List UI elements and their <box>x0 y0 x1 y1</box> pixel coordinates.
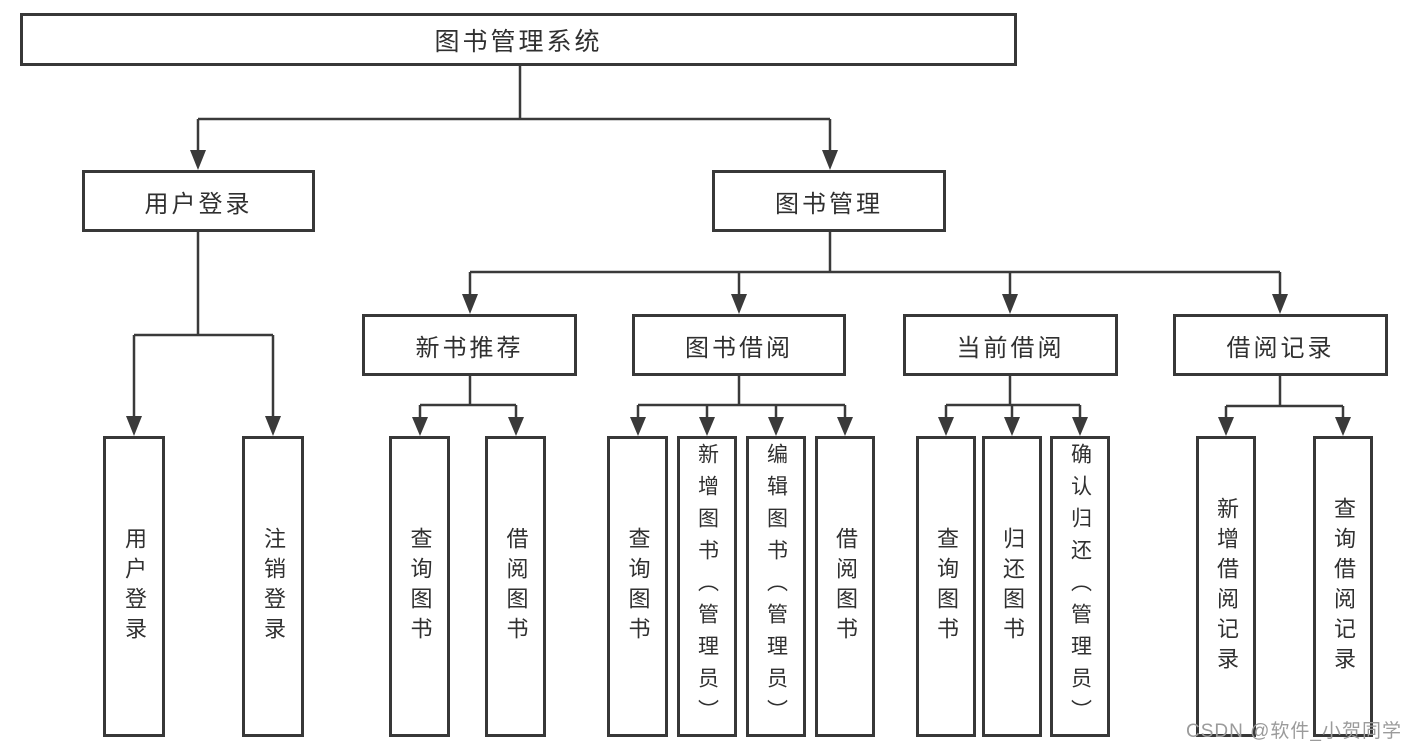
node-label: 查询图书 <box>625 526 651 647</box>
node-label: 查询图书 <box>407 526 433 647</box>
leaf-edit-book-admin: 编辑图书（管理员） <box>746 436 806 737</box>
node-label: 新增借阅记录 <box>1214 496 1239 677</box>
node-user-login: 用户登录 <box>82 170 315 232</box>
leaf-borrow-books: 借阅图书 <box>815 436 875 737</box>
node-book-borrow: 图书借阅 <box>632 314 846 376</box>
node-label: 借阅记录 <box>1226 334 1335 362</box>
leaf-query-books-borrow: 查询图书 <box>607 436 668 737</box>
leaf-return-book: 归还图书 <box>982 436 1042 737</box>
node-root-system: 图书管理系统 <box>20 13 1017 66</box>
node-label: 图书借阅 <box>685 334 793 362</box>
node-label: 图书管理 <box>775 190 883 218</box>
node-label: 查询图书 <box>934 526 959 647</box>
leaf-user-login: 用户登录 <box>103 436 165 737</box>
node-label: 借阅图书 <box>503 526 529 647</box>
node-book-management: 图书管理 <box>712 170 946 232</box>
node-label: 图书管理系统 <box>434 27 603 56</box>
node-current-borrow: 当前借阅 <box>903 314 1118 376</box>
csdn-watermark: CSDN @软件_小贺同学 <box>1186 721 1402 742</box>
node-borrow-record: 借阅记录 <box>1173 314 1388 376</box>
arrowheads <box>126 150 1351 436</box>
leaf-query-books-recommend: 查询图书 <box>389 436 450 737</box>
leaf-borrow-books-recommend: 借阅图书 <box>485 436 546 737</box>
node-label: 当前借阅 <box>956 334 1065 362</box>
leaf-add-book-admin: 新增图书（管理员） <box>677 436 737 737</box>
node-label: 用户登录 <box>144 190 253 218</box>
node-label: 新增图书（管理员） <box>695 442 719 731</box>
node-label: 借阅图书 <box>833 526 858 647</box>
node-label: 归还图书 <box>1000 526 1025 647</box>
leaf-add-borrow-record: 新增借阅记录 <box>1196 436 1256 737</box>
node-label: 注销登录 <box>261 526 286 647</box>
node-new-book-recommend: 新书推荐 <box>362 314 577 376</box>
leaf-logout: 注销登录 <box>242 436 304 737</box>
node-label: 确认归还（管理员） <box>1068 442 1092 731</box>
node-label: 新书推荐 <box>415 334 524 362</box>
leaf-query-books-current: 查询图书 <box>916 436 976 737</box>
node-label: 用户登录 <box>122 526 147 647</box>
node-label: 查询借阅记录 <box>1331 496 1356 677</box>
node-label: 编辑图书（管理员） <box>764 442 788 731</box>
leaf-confirm-return-admin: 确认归还（管理员） <box>1050 436 1110 737</box>
leaf-query-borrow-record: 查询借阅记录 <box>1313 436 1373 737</box>
